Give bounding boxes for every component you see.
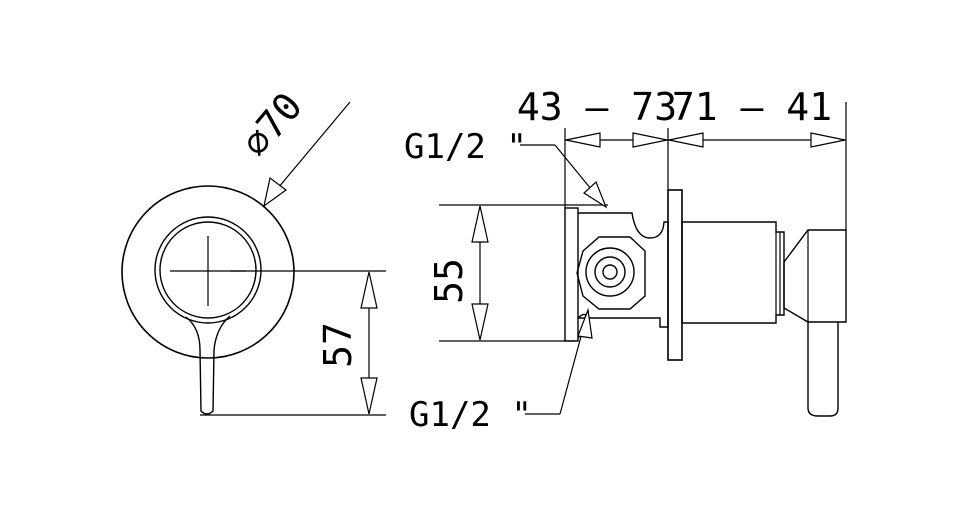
valve-body-outline — [578, 212, 669, 328]
diameter-label: ∅70 — [233, 84, 311, 165]
height-arrow-bottom — [360, 377, 378, 415]
side-view: 55 43 – 73 71 – 41 G1/2 " G1/2 " — [404, 85, 847, 435]
side-height-label: 55 — [427, 258, 471, 304]
side-height-arrow-bottom — [471, 303, 489, 341]
handle-hub-outer — [154, 216, 262, 324]
wall-plate — [667, 189, 683, 361]
hex-nut — [576, 236, 646, 310]
handle-cap — [783, 229, 847, 323]
thread-bottom-label: G1/2 " — [409, 395, 532, 435]
depth-arrow-left-a — [565, 132, 601, 148]
thread-top-label: G1/2 " — [404, 127, 527, 167]
thread-bottom-arrow — [577, 307, 593, 339]
cartridge-body — [681, 221, 785, 324]
height-arrow-top — [360, 271, 378, 309]
diameter-arrow — [263, 176, 288, 208]
depth-arrow-right-a — [668, 132, 704, 148]
diameter-leader — [267, 101, 351, 201]
front-view: 57 ∅70 — [121, 84, 386, 416]
handle-hub-inner — [159, 221, 257, 319]
port-inner-circle — [602, 264, 618, 280]
depth-arrow-right-b — [810, 132, 846, 148]
depth-label-left: 43 – 73 — [517, 85, 677, 129]
rosette-outer-circle — [121, 185, 295, 359]
port-mid-circle — [594, 256, 626, 288]
port-outer-circle — [585, 247, 635, 297]
thread-top-arrow — [583, 180, 608, 209]
handle-lever — [807, 322, 839, 417]
height-label: 57 — [316, 322, 360, 368]
lever-handle — [185, 315, 231, 415]
body-left-block — [564, 207, 579, 342]
side-height-arrow-top — [471, 205, 489, 243]
depth-label-right: 71 – 41 — [672, 85, 832, 129]
depth-arrow-left-b — [632, 132, 668, 148]
